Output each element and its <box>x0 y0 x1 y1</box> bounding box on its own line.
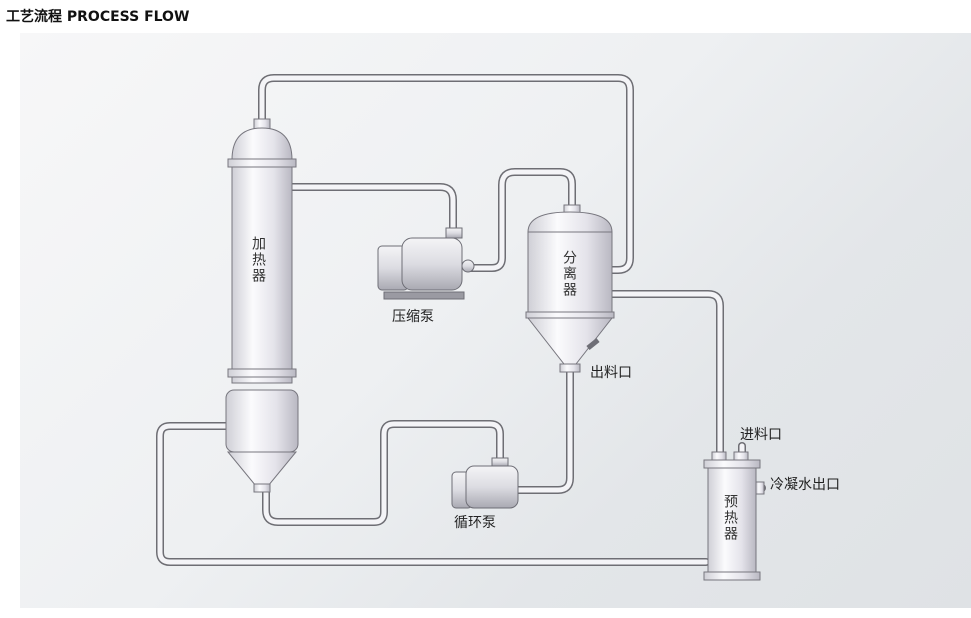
pipe-separator-to-circpump <box>514 368 574 494</box>
heater-lower-body <box>225 389 299 453</box>
circulation-pump-label: 循环泵 <box>454 515 496 531</box>
separator-top-dome <box>527 211 613 233</box>
pipe-heater-to-compressor <box>288 183 457 236</box>
preheater-vessel <box>703 451 765 581</box>
circulation-pump <box>451 457 519 509</box>
condensate-outlet-label: 冷凝水出口 <box>770 477 840 493</box>
compressor-base <box>383 291 465 300</box>
preheater-label: 预热器 <box>722 494 738 542</box>
heater-shell <box>231 166 293 371</box>
separator-shell <box>527 231 613 315</box>
circpump-housing <box>465 465 519 509</box>
heater-bottom-cone <box>226 451 298 487</box>
pipe-network <box>156 74 766 566</box>
separator-label: 分离器 <box>561 250 577 298</box>
heater-vessel <box>225 118 299 493</box>
heater-mid-flange <box>227 368 297 378</box>
compressor-housing <box>401 237 463 291</box>
diagram-panel <box>20 33 971 608</box>
page-title: 工艺流程 PROCESS FLOW <box>6 9 190 25</box>
heater-top-flange <box>227 158 297 168</box>
discharge-pipe-stub <box>586 338 600 350</box>
discharge-nozzle <box>559 363 581 373</box>
heater-top-dome <box>231 127 293 161</box>
heater-label: 加热器 <box>250 236 266 284</box>
preheater-shell <box>707 467 757 573</box>
feed-inlet-label: 进料口 <box>740 427 782 443</box>
separator-cone <box>526 317 614 365</box>
compressor-pump <box>377 227 475 300</box>
compressor-pump-label: 压缩泵 <box>392 309 434 325</box>
compressor-outlet <box>461 259 475 273</box>
separator-vessel <box>525 204 615 373</box>
discharge-port-label: 出料口 <box>590 365 632 381</box>
